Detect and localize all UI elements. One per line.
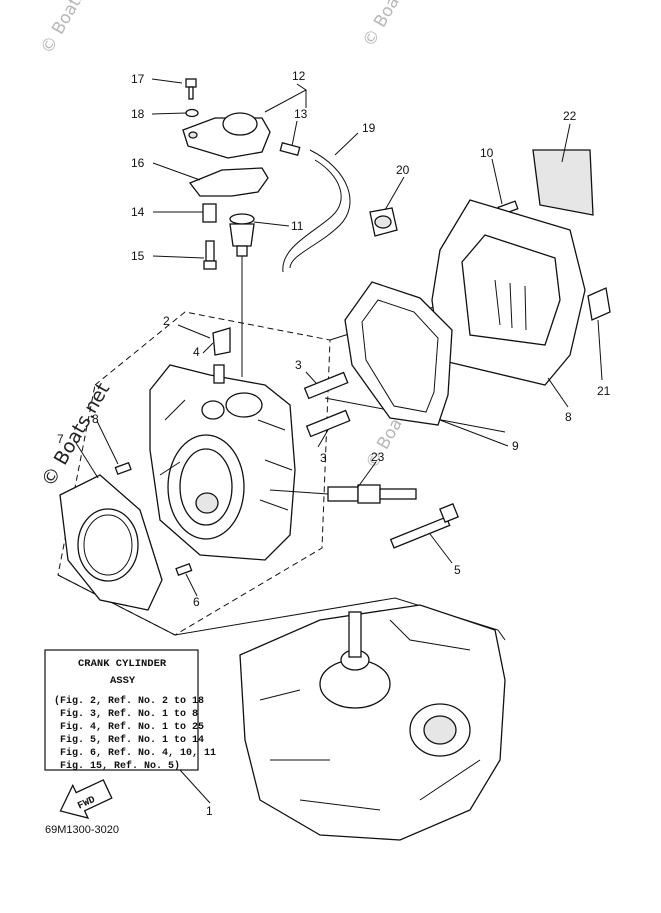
callout-16: 16	[131, 156, 145, 170]
watermark-left-side: © Boats.net	[37, 379, 114, 490]
part-2-cylinder-block	[149, 364, 296, 561]
part-8-exhaust-cover	[431, 199, 586, 386]
info-box-title-line2: ASSY	[110, 675, 136, 687]
info-box-title-line1: CRANK CYLINDER	[78, 658, 167, 670]
info-box-line-1: (Fig. 2, Ref. No. 2 to 18	[54, 695, 204, 707]
callout-12: 12	[292, 69, 306, 83]
callout-15: 15	[131, 249, 145, 263]
callout-8-right: 8	[565, 410, 572, 424]
part-15-bolt	[203, 240, 217, 270]
part-7-head-gasket	[59, 474, 163, 611]
callout-5: 5	[454, 563, 461, 577]
info-box-line-2: Fig. 3, Ref. No. 1 to 8	[54, 708, 198, 720]
callout-6: 6	[193, 595, 200, 609]
info-box-line-3: Fig. 4, Ref. No. 1 to 25	[54, 721, 204, 733]
callout-13: 13	[294, 107, 308, 121]
svg-text:© Boats.net: © Boats.net	[37, 0, 106, 57]
info-box-line-4: Fig. 5, Ref. No. 1 to 14	[54, 734, 204, 746]
callout-14: 14	[131, 205, 145, 219]
callout-9: 9	[512, 439, 519, 453]
part-14-collar	[202, 203, 217, 223]
part-4-fitting	[212, 327, 231, 384]
callout-4: 4	[193, 345, 200, 359]
callout-1: 1	[206, 804, 213, 818]
part-20-clip	[369, 207, 398, 237]
callout-7: 7	[57, 432, 64, 446]
callout-3-lower: 3	[320, 451, 327, 465]
callout-17: 17	[131, 72, 145, 86]
part-16-gasket	[188, 167, 269, 197]
part-12-thermostat-cover	[182, 112, 271, 159]
callout-21: 21	[597, 384, 611, 398]
watermark-top-center: © Boats.net	[359, 0, 428, 50]
part-22-plate	[532, 149, 594, 216]
part-1-crankcase	[239, 604, 506, 841]
crankcase-group-outline	[57, 574, 506, 641]
part-11-thermostat	[229, 213, 255, 257]
part-19-hose	[282, 149, 351, 273]
callout-20: 20	[396, 163, 410, 177]
svg-text:© Boats.net: © Boats.net	[359, 0, 428, 50]
part-5-bolt	[389, 503, 459, 549]
part-3-pin-upper	[303, 371, 349, 400]
callout-22: 22	[563, 109, 577, 123]
callout-23: 23	[371, 450, 385, 464]
part-17-bolt	[185, 78, 197, 100]
part-6-pin-lower	[175, 563, 193, 577]
callout-11: 11	[291, 219, 304, 233]
leader-lines	[75, 78, 603, 804]
callout-8-left: 8	[92, 412, 99, 426]
assembly-info-box: CRANK CYLINDER ASSY (Fig. 2, Ref. No. 2 …	[44, 649, 216, 772]
watermark-top-left: © Boats.net	[37, 0, 106, 57]
part-23-spark-plug	[327, 484, 417, 504]
callout-2: 2	[163, 314, 170, 328]
callout-10: 10	[480, 146, 494, 160]
part-18-washer	[185, 108, 199, 118]
part-13-fitting	[279, 142, 301, 156]
info-box-line-6: Fig. 15, Ref. No. 5)	[54, 760, 180, 772]
part-9-gasket	[344, 281, 453, 426]
callout-3-upper: 3	[295, 358, 302, 372]
part-6-pin-left	[114, 461, 132, 475]
part-3-pin-lower	[305, 409, 351, 438]
diagram-code: 69M1300-3020	[45, 824, 119, 836]
part-21-gasket	[587, 287, 611, 321]
callout-18: 18	[131, 107, 145, 121]
svg-text:© Boats.net: © Boats.net	[37, 379, 114, 490]
fwd-arrow-icon: FWD	[59, 779, 113, 819]
callout-19: 19	[362, 121, 376, 135]
info-box-line-5: Fig. 6, Ref. No. 4, 10, 11	[54, 747, 216, 759]
